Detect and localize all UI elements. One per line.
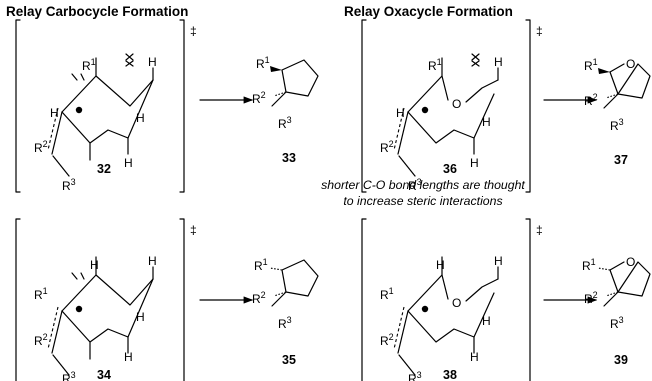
- label-R1-37: R1: [584, 57, 598, 73]
- transition-state-36: R1 H O R2 R3 H H H 36 ‡: [361, 19, 543, 193]
- label-R3-39: R3: [610, 315, 624, 331]
- label-H-38c: H: [482, 314, 491, 328]
- label-H-34c: H: [136, 310, 145, 324]
- steric-note-line-1: shorter C-O bond lengths are thought: [321, 178, 525, 192]
- steric-note-line-2: to increase steric interactions: [343, 194, 503, 208]
- compound-number-32: 32: [97, 162, 111, 176]
- compound-number-38: 38: [443, 368, 457, 381]
- title-relay-oxacycle: Relay Oxacycle Formation: [344, 4, 513, 19]
- label-R1-35: R1: [254, 257, 268, 273]
- label-R2-32: R2: [34, 139, 48, 155]
- dagger-36: ‡: [536, 24, 543, 38]
- label-R2-33: R2: [252, 90, 266, 106]
- compound-number-35: 35: [282, 353, 296, 367]
- dagger-34: ‡: [190, 223, 197, 237]
- label-R2-37: R2: [584, 92, 598, 108]
- label-R1-33: R1: [256, 55, 270, 71]
- label-O-37: O: [626, 57, 635, 71]
- label-H-38b: H: [494, 254, 503, 268]
- compound-number-34: 34: [97, 368, 111, 381]
- label-R3-34: R3: [62, 370, 76, 381]
- label-H-32d: H: [124, 156, 133, 170]
- label-R1-34: R1: [34, 286, 48, 302]
- label-R3-35: R3: [278, 315, 292, 331]
- label-H-34a: H: [90, 258, 99, 272]
- label-O-38: O: [452, 296, 461, 310]
- label-R3-32: R3: [62, 177, 76, 193]
- label-H-36a: H: [396, 106, 405, 120]
- steric-note: shorter C-O bond lengths are thought to …: [305, 177, 541, 209]
- product-37: O R1 R2 R3 37: [584, 57, 651, 167]
- label-H-34d: H: [124, 350, 133, 364]
- label-H-32a: H: [50, 106, 59, 120]
- label-R3-33: R3: [278, 115, 292, 131]
- product-35: R1 R2 R3 35: [252, 257, 319, 367]
- dagger-32: ‡: [190, 24, 197, 38]
- label-R2-38: R2: [380, 332, 394, 348]
- label-H-36d: H: [470, 156, 479, 170]
- transition-state-38: H R1 O R2 R3 H H H 38 ‡: [361, 218, 543, 381]
- label-O-36: O: [452, 97, 461, 111]
- label-R1-32: R1: [82, 57, 96, 73]
- transition-state-34: H R1 R2 R3 H H H 34 ‡: [15, 218, 197, 381]
- label-H-34b: H: [148, 254, 157, 268]
- label-R3-36: R3: [408, 177, 422, 193]
- product-33: R1 R2 R3 33: [252, 55, 319, 165]
- dagger-38: ‡: [536, 223, 543, 237]
- label-H-38a: H: [436, 258, 445, 272]
- label-R1-38: R1: [380, 286, 394, 302]
- label-R2-36: R2: [380, 139, 394, 155]
- label-R1-39: R1: [582, 257, 596, 273]
- label-H-32c: H: [136, 111, 145, 125]
- label-O-39: O: [626, 255, 635, 269]
- label-R3-37: R3: [610, 117, 624, 133]
- label-H-36c: H: [482, 115, 491, 129]
- label-H-32b: H: [148, 55, 157, 69]
- title-relay-carbocycle: Relay Carbocycle Formation: [6, 4, 189, 19]
- compound-number-37: 37: [614, 153, 628, 167]
- label-H-36b: H: [494, 55, 503, 69]
- steric-clash-icon-36: [471, 53, 480, 67]
- compound-number-33: 33: [282, 151, 296, 165]
- label-H-38d: H: [470, 350, 479, 364]
- label-R2-35: R2: [252, 290, 266, 306]
- steric-clash-icon-32: [125, 53, 134, 67]
- transition-state-32: R1 H R2 R3 H H H 32 ‡: [15, 19, 197, 193]
- compound-number-36: 36: [443, 162, 457, 176]
- label-R3-38: R3: [408, 370, 422, 381]
- compound-number-39: 39: [614, 353, 628, 367]
- label-R1-36: R1: [428, 57, 442, 73]
- label-R2-34: R2: [34, 332, 48, 348]
- label-R2-39: R2: [584, 290, 598, 306]
- product-39: O R1 R2 R3 39: [582, 255, 651, 367]
